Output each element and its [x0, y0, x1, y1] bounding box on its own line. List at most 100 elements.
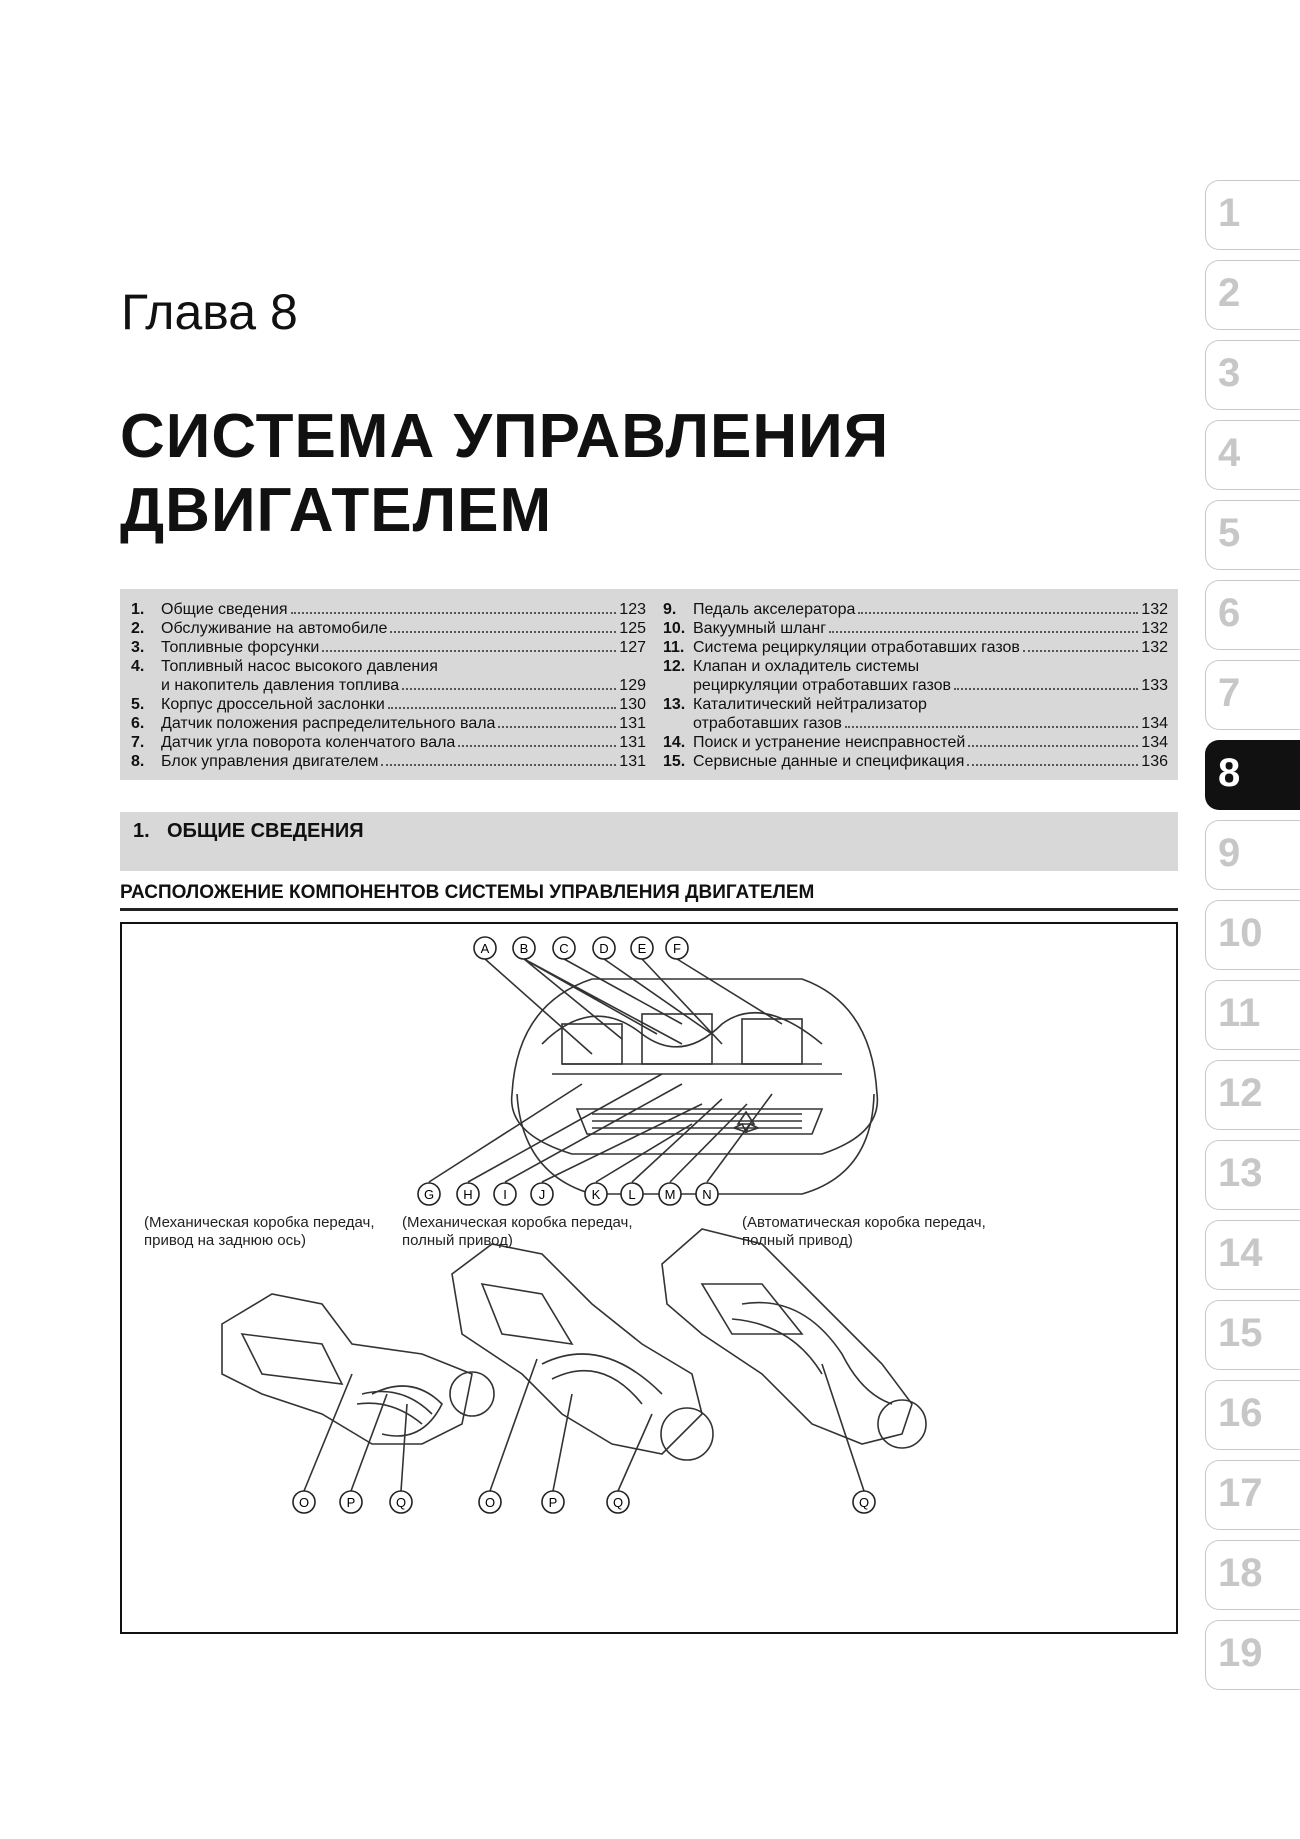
toc-page-number: 130 [619, 696, 646, 713]
toc-item-number: 3. [131, 639, 145, 656]
chapter-tab-2[interactable]: 2 [1205, 260, 1300, 330]
toc-page-number: 131 [619, 734, 646, 751]
toc-dot-leader [290, 612, 617, 614]
callout-letter: D [599, 941, 608, 956]
toc-item-label: Педаль акселератора [693, 601, 856, 618]
chapter-tab-3[interactable]: 3 [1205, 340, 1300, 410]
toc-item[interactable]: 6. Датчик положения распределительного ва… [131, 714, 646, 733]
callout-letter: P [549, 1495, 558, 1510]
callout-letter: P [347, 1495, 356, 1510]
chapter-tab-14[interactable]: 14 [1205, 1220, 1300, 1290]
callout-marker: K [584, 1182, 608, 1206]
toc-item-label: и накопитель давления топлива [161, 677, 400, 694]
chapter-tab-8[interactable]: 8 [1205, 740, 1300, 810]
chapter-tab-5[interactable]: 5 [1205, 500, 1300, 570]
chapter-tab-6[interactable]: 6 [1205, 580, 1300, 650]
callout-letter: E [638, 941, 647, 956]
brand-logo-icon [731, 1110, 761, 1134]
toc-item-number: 6. [131, 715, 145, 732]
toc-item-label: рециркуляции отработавших газов [693, 677, 952, 694]
chapter-tab-13[interactable]: 13 [1205, 1140, 1300, 1210]
callout-marker: D [592, 936, 616, 960]
toc-item-label: Поиск и устранение неисправностей [693, 734, 966, 751]
chapter-tab-1[interactable]: 1 [1205, 180, 1300, 250]
toc-item-number: 10. [663, 620, 686, 637]
toc-item-number: 5. [131, 696, 145, 713]
toc-item-label: Датчик положения распределительного вала [161, 715, 496, 732]
gearbox-automatic-awd [661, 1228, 913, 1445]
chapter-tab-label: 9 [1218, 831, 1241, 875]
chapter-tab-11[interactable]: 11 [1205, 980, 1300, 1050]
chapter-tab-19[interactable]: 19 [1205, 1620, 1300, 1690]
toc-dot-leader [968, 745, 1139, 747]
toc-dot-leader [390, 631, 617, 633]
chapter-tab-4[interactable]: 4 [1205, 420, 1300, 490]
toc-page-number: 132 [1141, 620, 1168, 637]
toc-item-label: Датчик угла поворота коленчатого вала [161, 734, 456, 751]
callout-marker: B [512, 936, 536, 960]
chapter-tab-9[interactable]: 9 [1205, 820, 1300, 890]
chapter-tab-12[interactable]: 12 [1205, 1060, 1300, 1130]
toc-page-number: 136 [1141, 753, 1168, 770]
engine-bay-outline [510, 978, 879, 1155]
callout-marker: Q [852, 1490, 876, 1514]
toc-page-number: 127 [619, 639, 646, 656]
callout-marker: G [417, 1182, 441, 1206]
toc-item[interactable]: 11.Система рециркуляции отработавших газ… [663, 638, 1168, 657]
gearbox-manual-rwd [221, 1293, 473, 1445]
chapter-tab-16[interactable]: 16 [1205, 1380, 1300, 1450]
chapter-tab-label: 15 [1218, 1311, 1263, 1355]
callout-letter: A [481, 941, 490, 956]
chapter-tab-17[interactable]: 17 [1205, 1460, 1300, 1530]
chapter-tab-label: 12 [1218, 1071, 1263, 1115]
chapter-tab-label: 8 [1218, 751, 1241, 795]
callout-letter: N [702, 1187, 711, 1202]
chapter-tab-10[interactable]: 10 [1205, 900, 1300, 970]
toc-page-number: 123 [619, 601, 646, 618]
toc-item-number: 14. [663, 734, 686, 751]
chapter-tab-label: 2 [1218, 271, 1241, 315]
chapter-tab-18[interactable]: 18 [1205, 1540, 1300, 1610]
caption-manual-awd: (Механическая коробка передач, полный пр… [402, 1214, 633, 1250]
chapter-tab-label: 10 [1218, 911, 1263, 955]
toc-page-number: 131 [619, 715, 646, 732]
chapter-tab-7[interactable]: 7 [1205, 660, 1300, 730]
caption-line: (Механическая коробка передач, [402, 1214, 633, 1231]
figure-heading: РАСПОЛОЖЕНИЕ КОМПОНЕНТОВ СИСТЕМЫ УПРАВЛЕ… [120, 882, 1178, 911]
toc-dot-leader [954, 688, 1139, 690]
chapter-tab-label: 17 [1218, 1471, 1263, 1515]
chapter-tab-label: 3 [1218, 351, 1241, 395]
toc-page-number: 132 [1141, 639, 1168, 656]
toc-dot-leader [498, 726, 617, 728]
toc-item-number: 15. [663, 753, 686, 770]
callout-marker: P [339, 1490, 363, 1514]
callout-letter: G [424, 1187, 434, 1202]
section-number: 1. [133, 820, 150, 842]
callout-marker: E [630, 936, 654, 960]
chapter-tab-label: 18 [1218, 1551, 1263, 1595]
chapter-tab-label: 5 [1218, 511, 1241, 555]
callout-letter: L [628, 1187, 635, 1202]
toc-dot-leader [381, 764, 617, 766]
toc-item-label: Обслуживание на автомобиле [161, 620, 388, 637]
chapter-tab-15[interactable]: 15 [1205, 1300, 1300, 1370]
callout-marker: Q [389, 1490, 413, 1514]
callout-letter: Q [396, 1495, 406, 1510]
toc-dot-leader [829, 631, 1139, 633]
